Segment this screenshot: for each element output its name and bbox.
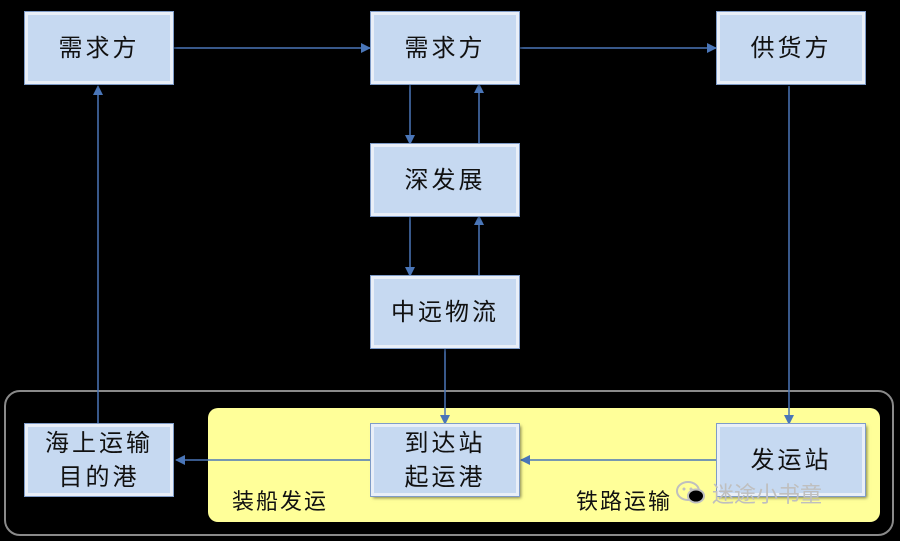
- node-cosco: 中远物流: [370, 275, 520, 349]
- watermark-text: 迷途小书童: [712, 483, 823, 508]
- watermark: 迷途小书童: [676, 477, 822, 509]
- label-ship-dispatch: 装船发运: [232, 490, 329, 515]
- node-demand-center-label: 需求方: [404, 34, 486, 62]
- logistics-region-frame: [4, 390, 894, 536]
- node-sea-line1: 海上运输: [45, 429, 153, 457]
- node-sea-destination: 海上运输 目的港: [24, 423, 174, 497]
- node-dispatch-label: 发运站: [750, 446, 832, 474]
- node-demand-left: 需求方: [24, 11, 174, 85]
- node-demand-center: 需求方: [370, 11, 520, 85]
- node-cosco-label: 中远物流: [391, 298, 499, 326]
- node-supplier: 供货方: [716, 11, 866, 85]
- label-rail-transport: 铁路运输: [576, 490, 673, 515]
- node-arrival-line1: 到达站: [404, 429, 486, 457]
- node-supplier-label: 供货方: [750, 34, 832, 62]
- node-dispatch: 发运站: [716, 423, 866, 497]
- node-arrival-line2: 起运港: [404, 463, 486, 491]
- node-deep-dev: 深发展: [370, 143, 520, 217]
- node-deep-dev-label: 深发展: [404, 166, 486, 194]
- node-demand-left-label: 需求方: [58, 34, 140, 62]
- wechat-icon: [676, 481, 705, 504]
- node-sea-line2: 目的港: [58, 463, 140, 491]
- node-arrival: 到达站 起运港: [370, 423, 520, 497]
